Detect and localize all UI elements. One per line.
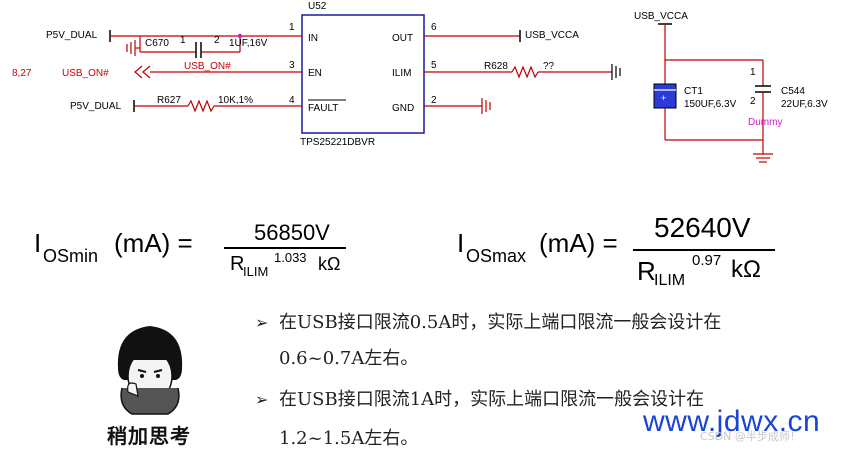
pin-name-ilim: ILIM — [392, 68, 411, 79]
ct1-ref: CT1 — [684, 86, 703, 97]
r627-value: 10K,1% — [218, 95, 253, 106]
bullet-arrow-icon: ➢ — [255, 313, 269, 332]
r628-zigzag — [511, 65, 539, 79]
junction-dot-in — [237, 33, 243, 39]
formula-min-lhs-sub: OSmin — [43, 246, 99, 266]
formula-max-lhs-sub: OSmax — [466, 246, 527, 266]
r628-ref: R628 — [484, 61, 508, 72]
ic-ref-label: U52 — [308, 1, 327, 12]
offpage-arrow-icon — [134, 65, 151, 79]
meme-caption: 稍加思考 — [107, 424, 191, 448]
bullet-2-line1: 在USB接口限流1A时，实际上端口限流一般会设计在 — [279, 389, 705, 410]
ct1-value: 150UF,6.3V — [684, 99, 737, 110]
r627-ref: R627 — [157, 95, 181, 106]
formula-max-den-unit: kΩ — [731, 256, 761, 283]
c544-note: Dummy — [748, 117, 782, 128]
net-usb-on-port: USB_ON# — [62, 68, 109, 79]
ic-part-label: TPS25221DBVR — [300, 137, 375, 148]
ic-body — [301, 14, 425, 134]
r627-zigzag — [187, 99, 215, 113]
ground-icon — [126, 40, 140, 56]
c670-value: 1UF,16V — [229, 38, 268, 49]
net-p5v-dual-bottom: P5V_DUAL — [70, 101, 122, 112]
net-usb-on-wire: USB_ON# — [184, 61, 231, 72]
ct1-polarity: + — [661, 93, 666, 103]
c544-ref: C544 — [781, 86, 805, 97]
formula-max-den-exp: 0.97 — [692, 252, 722, 269]
formula-max-lhs-main: I — [457, 228, 465, 258]
c544-pin1: 1 — [750, 67, 756, 78]
site-watermark: www.jdwx.cn — [643, 405, 821, 438]
pin-name-fault: FAULT — [308, 103, 338, 114]
bullet-item-2-cont: 1.2~1.5A左右。 — [279, 424, 418, 450]
c670-ref: C670 — [145, 38, 169, 49]
formula-max-numerator: 52640V — [654, 212, 751, 243]
bullet-item-2: ➢ 在USB接口限流1A时，实际上端口限流一般会设计在 — [255, 385, 704, 411]
pin-num-6: 6 — [431, 22, 437, 33]
net-usb-vcca-out: USB_VCCA — [525, 30, 579, 41]
pin-num-4: 4 — [289, 95, 295, 106]
pin-name-out: OUT — [392, 33, 413, 44]
bullet-2-line2: 1.2~1.5A左右。 — [279, 428, 419, 449]
ground-icon — [611, 64, 621, 80]
thinking-face-icon — [117, 326, 183, 415]
pin-name-en: EN — [308, 68, 322, 79]
pin-num-5: 5 — [431, 60, 437, 71]
formula-max-den-main: R — [637, 256, 656, 286]
pin-name-in: IN — [308, 33, 318, 44]
bullet-1-line2: 0.6~0.7A左右。 — [279, 348, 419, 369]
bullet-item-1-cont: 0.6~0.7A左右。 — [279, 344, 418, 370]
net-p5v-dual-top: P5V_DUAL — [46, 30, 98, 41]
pin-num-1: 1 — [289, 22, 295, 33]
formula-min-den-unit: kΩ — [318, 254, 341, 274]
pin-num-3: 3 — [289, 60, 295, 71]
c670-pin1: 1 — [180, 35, 186, 46]
formula-max-lhs-unit: (mA) = — [539, 228, 618, 258]
c670-pin2: 2 — [214, 35, 220, 46]
net-usb-on-ref: 8,27 — [12, 68, 32, 79]
ground-icon — [753, 153, 773, 163]
r628-value: ?? — [543, 61, 555, 72]
bullet-item-1: ➢ 在USB接口限流0.5A时，实际上端口限流一般会设计在 — [255, 308, 721, 334]
formula-max-den-sub: ILIM — [654, 272, 686, 289]
formula-ios-min: I OSmin (mA) = 56850V R ILIM 1.033 kΩ — [34, 220, 364, 284]
bullet-1-line1: 在USB接口限流0.5A时，实际上端口限流一般会设计在 — [279, 312, 722, 333]
net-usb-vcca-top: USB_VCCA — [634, 11, 688, 22]
formula-ios-max: I OSmax (mA) = 52640V R ILIM 0.97 kΩ — [457, 212, 787, 292]
formula-min-den-main: R — [230, 253, 245, 275]
formula-min-numerator: 56850V — [254, 220, 330, 245]
bullet-arrow-icon: ➢ — [255, 390, 269, 409]
formula-max-fraction-bar — [633, 249, 775, 251]
formula-min-den-sub: ILIM — [243, 264, 269, 279]
pin-name-gnd: GND — [392, 103, 414, 114]
formula-min-fraction-bar — [224, 247, 346, 249]
ground-icon — [481, 98, 491, 114]
pin-num-2: 2 — [431, 95, 437, 106]
formula-min-den-exp: 1.033 — [274, 250, 307, 265]
formula-min-lhs-main: I — [34, 228, 42, 258]
c544-value: 22UF,6.3V — [781, 99, 828, 110]
c544-pin2: 2 — [750, 96, 756, 107]
csdn-watermark: CSDN @半步成师！ — [700, 430, 801, 443]
schematic-diagram: U52 TPS25221DBVR IN EN FAULT OUT ILIM GN… — [12, 1, 828, 163]
formula-min-lhs-unit: (mA) = — [114, 228, 193, 258]
